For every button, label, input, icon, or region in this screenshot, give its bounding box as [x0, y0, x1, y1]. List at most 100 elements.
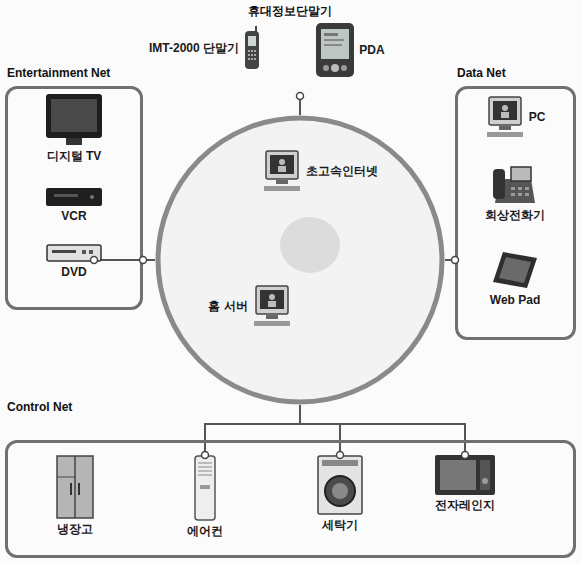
icon-part: [248, 54, 250, 56]
icon-part: [269, 294, 275, 300]
icon-part: [57, 477, 75, 478]
node-label: PC: [529, 110, 546, 125]
node-label: IMT-2000 단말기: [149, 41, 239, 56]
videophone-icon: [491, 165, 539, 205]
node-label: PDA: [359, 43, 384, 58]
icon-part: [264, 186, 300, 191]
network-group: Entertainment Net디지털 TVVCRDVD: [5, 66, 143, 310]
icon-part: [254, 58, 256, 60]
connector-dot: [452, 257, 459, 264]
icon-part: [195, 456, 215, 520]
icon-part: [260, 290, 284, 309]
icon-part: [198, 475, 212, 476]
washer-device: 세탁기: [317, 455, 363, 533]
icon-part: [493, 101, 517, 120]
icon-part: [254, 54, 256, 56]
icon-part: [440, 460, 476, 490]
tv-device: 디지털 TV: [46, 94, 102, 164]
icon-part: [487, 132, 523, 137]
icon-part: [198, 463, 212, 475]
node-label: Web Pad: [490, 293, 540, 308]
icon-part: [46, 188, 102, 206]
icon-part: [435, 455, 495, 495]
pda-device: PDA: [315, 22, 384, 78]
icon-part: [245, 31, 259, 69]
node-label: Entertainment Net: [5, 66, 143, 81]
connector-line: [300, 405, 465, 455]
icon-part: [518, 187, 522, 190]
node-label: 냉장고: [57, 522, 93, 537]
icon-part: [480, 460, 490, 490]
pc-icon: [262, 150, 302, 192]
icon-part: [318, 456, 362, 514]
icon-part: [47, 245, 101, 261]
dvd-icon: [46, 244, 102, 262]
pc-icon: [485, 96, 525, 138]
videophone-device: 회상전화기: [485, 165, 545, 223]
icon-part: [331, 64, 339, 72]
icon-part: [266, 315, 278, 319]
washer-icon: [317, 455, 363, 515]
icon-part: [499, 126, 511, 130]
fridge-icon: [56, 455, 94, 519]
network-group: Data NetPC 회상전화기 Web Pad: [455, 66, 576, 340]
icon-part: [54, 194, 78, 197]
tv-icon: [46, 94, 102, 146]
icon-part: [279, 159, 285, 165]
node-label: 전자레인지: [435, 498, 495, 513]
icon-part: [198, 463, 212, 464]
icon-part: [70, 483, 72, 495]
pda-icon: [315, 22, 355, 78]
connector-dot: [297, 93, 304, 100]
node-label: Data Net: [455, 66, 576, 81]
webpad-icon: [493, 250, 537, 290]
icon-part: [325, 476, 355, 506]
icon-part: [511, 187, 529, 196]
node-label: 초고속인터넷: [306, 164, 378, 179]
connector-dot: [140, 257, 147, 264]
icon-part: [518, 193, 522, 196]
internet-device: 초고속인터넷: [262, 150, 378, 192]
fridge-device: 냉장고: [56, 455, 94, 537]
icon-part: [276, 180, 288, 184]
icon-part: [51, 99, 97, 132]
aircon-device: 에어컨: [187, 455, 223, 539]
circle-ring: [158, 118, 442, 402]
node-label: 세탁기: [322, 518, 358, 533]
icon-part: [502, 105, 508, 111]
icon-part: [89, 250, 93, 254]
icon-part: [90, 195, 94, 199]
icon-part: [323, 65, 329, 71]
connector-line: [299, 96, 301, 115]
device-group: 휴대정보단말기 IMT-2000 단말기 PDA: [130, 4, 450, 96]
icon-part: [268, 301, 276, 307]
phone-icon: [243, 26, 261, 70]
icon-part: [200, 485, 210, 489]
webpad-device: Web Pad: [490, 250, 540, 308]
icon-part: [525, 193, 529, 196]
home-circle: 초고속인터넷홈 서버: [155, 115, 445, 405]
icon-part: [270, 155, 294, 174]
icon-part: [489, 97, 521, 125]
icon-part: [251, 54, 253, 56]
network-group: Control Net 냉장고 에어컨 세탁기 전자레인지: [5, 400, 576, 558]
node-label: Control Net: [5, 400, 576, 415]
icon-part: [499, 257, 531, 283]
icon-part: [256, 286, 288, 314]
microwave-icon: [435, 455, 495, 495]
node-label: 에어컨: [187, 524, 223, 539]
connector-line: [445, 259, 455, 261]
node-label: 회상전화기: [485, 208, 545, 223]
icon-part: [324, 39, 344, 41]
icon-part: [198, 471, 212, 472]
node-label: VCR: [61, 209, 86, 224]
icon-part: [332, 483, 348, 499]
icon-part: [74, 456, 76, 518]
icon-part: [525, 187, 529, 190]
icon-part: [341, 65, 347, 71]
node-label: 휴대정보단말기: [130, 4, 450, 19]
icon-part: [482, 478, 488, 484]
node-label: 디지털 TV: [47, 149, 102, 164]
icon-part: [322, 460, 358, 466]
connector-line: [94, 259, 155, 261]
